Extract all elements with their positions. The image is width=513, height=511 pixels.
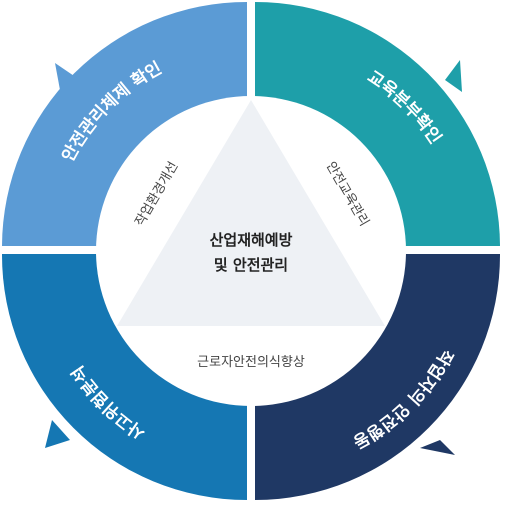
center-title-line2: 및 안전관리: [214, 256, 288, 274]
arrow-head-top-left: [55, 63, 80, 90]
center-triangle: [117, 100, 385, 326]
arrow-head-bottom-right: [420, 440, 455, 455]
arrow-head-bottom-left: [45, 420, 70, 448]
inner-label-bottom: 근로자안전의식향상: [197, 355, 305, 370]
arrow-head-top-right: [445, 60, 462, 92]
center-title-line1: 산업재해예방: [210, 231, 293, 249]
